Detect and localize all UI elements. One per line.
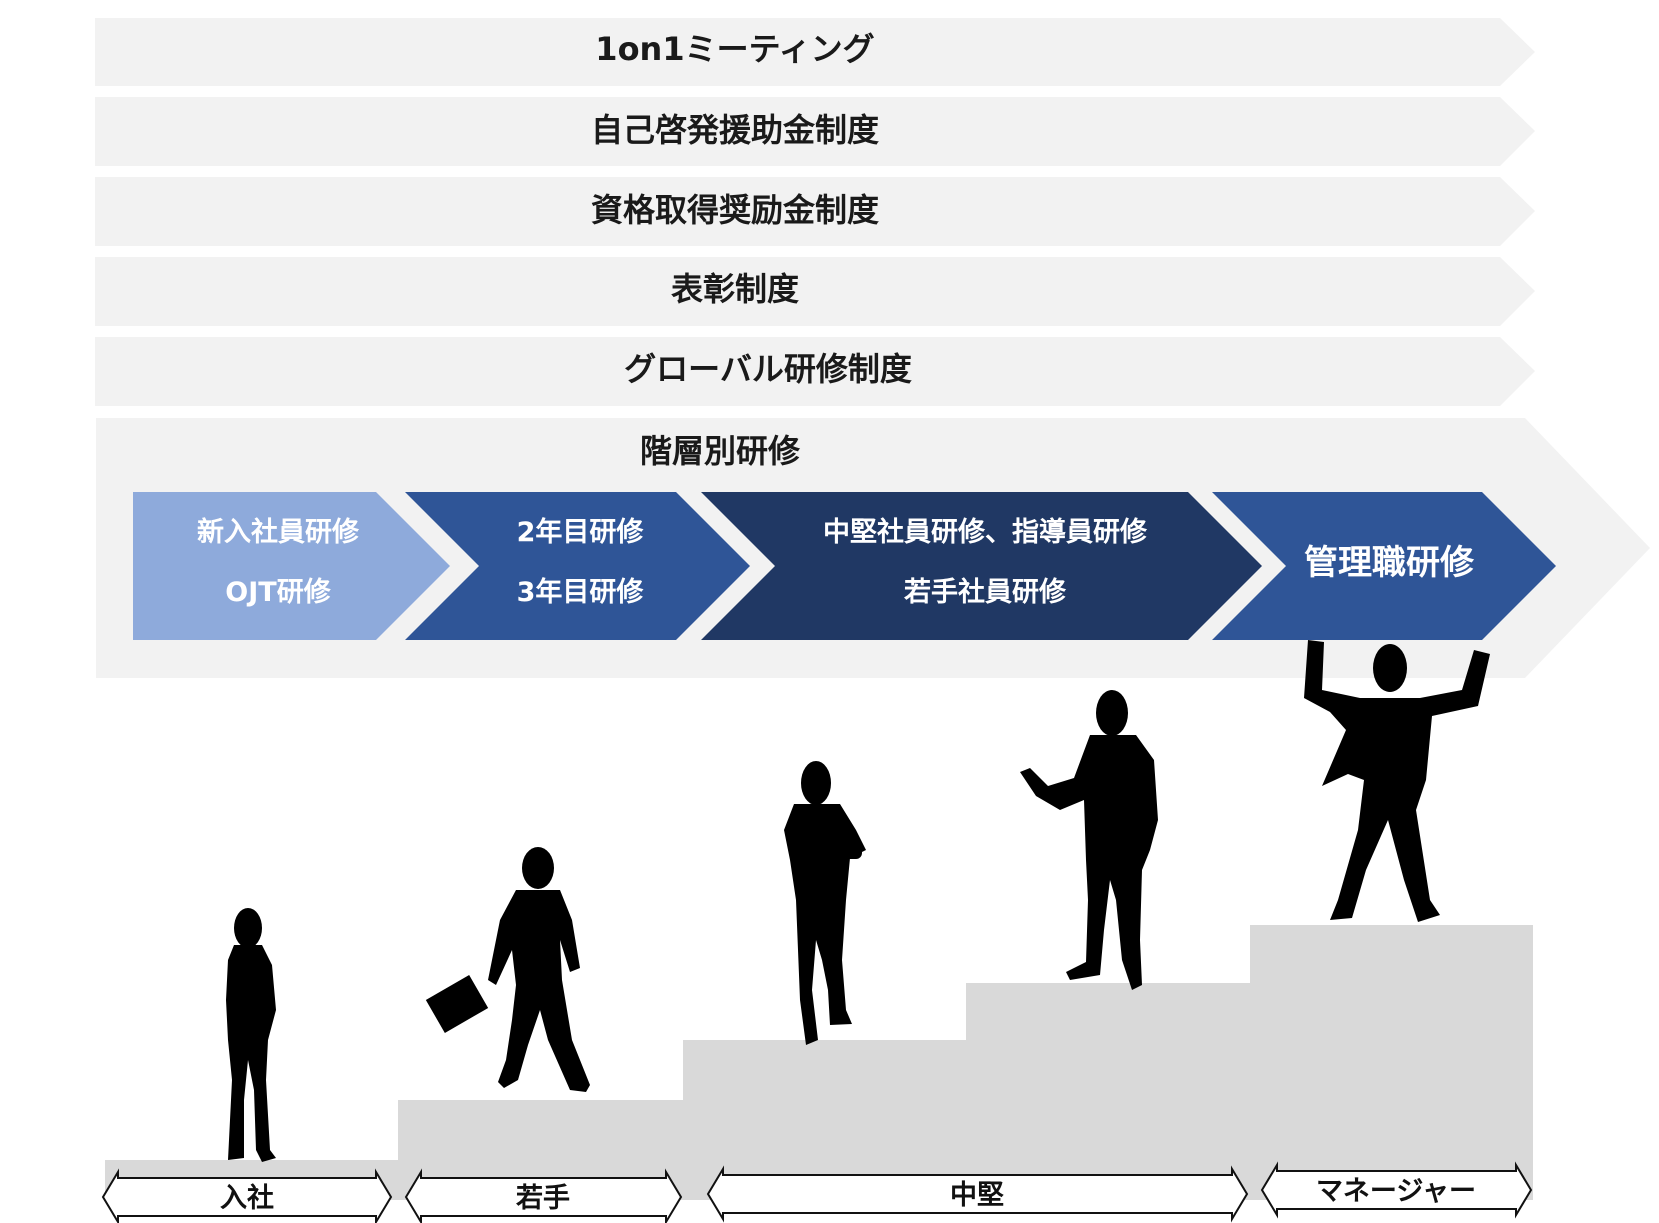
step-line1: 2年目研修 (517, 516, 645, 548)
program-band-global: グローバル研修制度 (95, 337, 1535, 406)
program-band-certification: 資格取得奨励金制度 (95, 177, 1535, 246)
stage-label: 入社 (220, 1182, 274, 1214)
step-new-employee: 新入社員研修 OJT研修 (133, 492, 450, 640)
stage-newcomer: 入社 (101, 1168, 393, 1223)
band-label: 自己啓発援助金制度 (591, 111, 879, 149)
figure-mid-arms-crossed (784, 761, 866, 1045)
figure-young-walking (425, 847, 590, 1092)
figure-mid-gesturing (1020, 690, 1158, 990)
step-line1: 中堅社員研修、指導員研修 (823, 516, 1148, 548)
figure-newcomer (226, 908, 276, 1162)
program-band-award: 表彰制度 (95, 257, 1535, 326)
band-label: 1on1ミーティング (595, 30, 874, 68)
band-label: 資格取得奨励金制度 (591, 191, 879, 229)
band-label: グローバル研修制度 (624, 350, 912, 388)
step-junior: 2年目研修 3年目研修 (405, 492, 750, 640)
step-line2: 3年目研修 (517, 576, 645, 608)
step-line1: 新入社員研修 (197, 516, 360, 548)
band-label: 表彰制度 (671, 270, 799, 308)
stage-label: マネージャー (1316, 1176, 1476, 1207)
figure-manager-triumphant (1304, 640, 1490, 922)
stage-manager: マネージャー (1260, 1161, 1533, 1219)
stage-mid: 中堅 (706, 1165, 1249, 1223)
program-band-1on1: 1on1ミーティング (95, 18, 1535, 86)
stage-label: 若手 (516, 1183, 570, 1214)
stairs (105, 925, 1533, 1200)
stage-label: 中堅 (950, 1180, 1004, 1211)
program-band-self-development: 自己啓発援助金制度 (95, 97, 1535, 166)
step-mid-level: 中堅社員研修、指導員研修 若手社員研修 (701, 492, 1262, 640)
step-manager: 管理職研修 (1212, 492, 1556, 640)
hierarchy-title: 階層別研修 (640, 432, 801, 470)
stage-young: 若手 (404, 1168, 683, 1223)
step-line2: OJT研修 (225, 577, 331, 608)
step-line1: 管理職研修 (1304, 543, 1475, 583)
step-line2: 若手社員研修 (904, 576, 1067, 608)
